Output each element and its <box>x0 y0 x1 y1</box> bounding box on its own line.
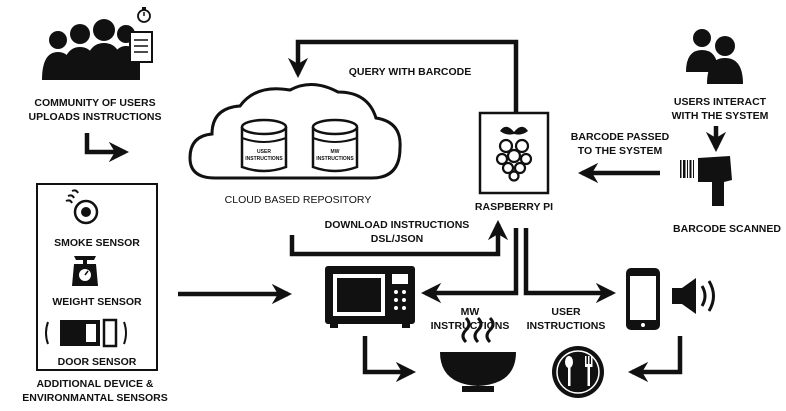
arrow-community-to-cloud <box>84 133 130 163</box>
database-icon-user <box>240 118 288 173</box>
download-label-line1: DOWNLOAD INSTRUCTIONS <box>325 219 470 231</box>
raspberry-pi-icon <box>495 126 533 182</box>
query-label: QUERY WITH BARCODE <box>349 66 472 78</box>
database-icon-mw <box>311 118 359 173</box>
users-label-line2: WITH THE SYSTEM <box>672 110 769 122</box>
db-user-label-line2: INSTRUCTIONS <box>245 156 283 162</box>
arrow-query-with-barcode <box>287 39 519 112</box>
arrow-download-instructions <box>289 219 509 257</box>
barcode-passed-label-line1: BARCODE PASSED <box>571 131 670 143</box>
cloud-label: CLOUD BASED REPOSITORY <box>225 194 372 206</box>
weighing-scale-icon <box>72 256 98 286</box>
arrow-raspberry-to-phone <box>523 228 617 304</box>
cloud-icon <box>188 83 402 180</box>
barcode-scanned-label: BARCODE SCANNED <box>673 223 781 235</box>
barcode-passed-label-line2: TO THE SYSTEM <box>578 145 663 157</box>
additional-sensors-label-line1: ADDITIONAL DEVICE & <box>36 378 153 390</box>
two-users-icon <box>686 29 743 84</box>
weight-sensor-label: WEIGHT SENSOR <box>52 296 142 308</box>
db-mw-label-line2: INSTRUCTIONS <box>316 156 354 162</box>
download-label-line2: DSL/JSON <box>371 233 424 245</box>
speaker-icon <box>672 278 715 314</box>
smoke-sensor-label: SMOKE SENSOR <box>54 237 140 249</box>
microwave-icon <box>325 266 415 328</box>
mw-instructions-label-line1: MW <box>461 306 480 318</box>
arrow-raspberry-to-microwave <box>420 228 519 304</box>
door-sensor-label: DOOR SENSOR <box>58 356 137 368</box>
community-label-line1: COMMUNITY OF USERS <box>34 97 155 109</box>
users-group-icon <box>42 19 140 80</box>
smartphone-icon <box>626 268 660 330</box>
clipboard-stopwatch-icon <box>129 7 153 63</box>
door-sensor-icon <box>45 318 127 348</box>
user-instructions-label-line1: USER <box>551 306 581 318</box>
users-label-line1: USERS INTERACT <box>674 96 767 108</box>
hot-bowl-icon <box>440 316 516 392</box>
user-instructions-label-line2: INSTRUCTIONS <box>527 320 606 332</box>
arrow-microwave-to-bowl <box>362 336 417 383</box>
raspberry-label: RASPBERRY PI <box>475 201 553 213</box>
community-label-line2: UPLOADS INSTRUCTIONS <box>28 111 161 123</box>
smoke-detector-icon <box>65 189 99 225</box>
db-mw-label-line1: MW <box>331 149 340 155</box>
arrow-phone-to-plate <box>627 336 683 383</box>
dining-plate-icon <box>552 346 604 398</box>
barcode-scanner-icon <box>680 156 732 206</box>
db-user-label-line1: USER <box>257 149 271 155</box>
additional-sensors-label-line2: ENVIRONMANTAL SENSORS <box>22 392 167 404</box>
